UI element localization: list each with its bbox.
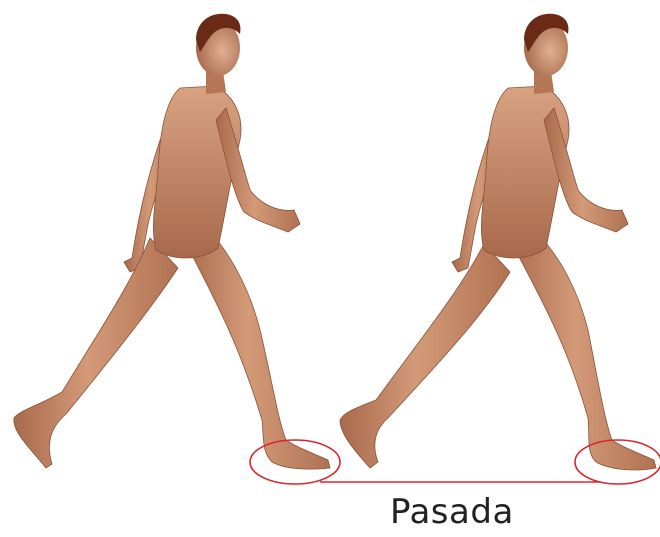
walker-left	[14, 14, 330, 469]
stride-caption: Pasada	[390, 490, 530, 534]
walker-right	[340, 14, 656, 470]
